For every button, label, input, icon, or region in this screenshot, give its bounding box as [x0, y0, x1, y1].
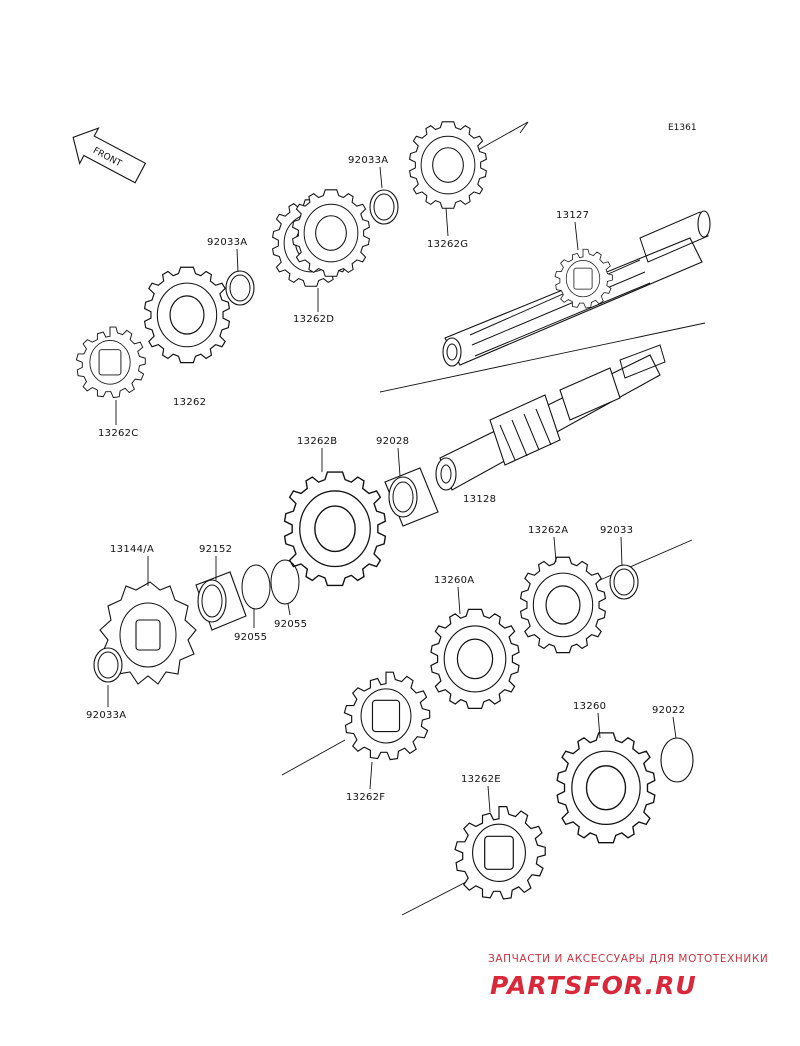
sprocket-13144a [99, 581, 197, 685]
washer-92033a-bottom [93, 647, 123, 683]
leader-92055-b [287, 603, 291, 616]
gear-13262c [75, 326, 146, 399]
label-13127: 13127 [556, 210, 589, 221]
label-92033a-mid: 92033A [207, 237, 247, 248]
label-92055-b: 92055 [274, 619, 307, 630]
leader-13262e [487, 785, 491, 813]
label-92033a-bottom: 92033A [86, 710, 126, 721]
gear-13262e [401, 805, 546, 916]
leader-13262a [553, 536, 557, 563]
gear-13260a [430, 608, 520, 710]
label-13262e: 13262E [461, 774, 501, 785]
label-13262c: 13262C [98, 428, 139, 439]
label-13260: 13260 [573, 701, 606, 712]
leader-92033a-mid [236, 248, 239, 273]
shaft-13128 [435, 344, 666, 491]
label-92033a-top: 92033A [348, 155, 388, 166]
leader-13260 [597, 712, 601, 739]
upper-axis-arrow [477, 121, 529, 151]
leader-13262g [445, 207, 449, 237]
gear-13260 [556, 732, 656, 844]
reference-code: E1361 [668, 123, 697, 133]
label-13262d: 13262D [293, 314, 334, 325]
label-92055-a: 92055 [234, 632, 267, 643]
label-92022: 92022 [652, 705, 685, 716]
bushing-92152 [195, 571, 247, 631]
label-13262a: 13262A [528, 525, 568, 536]
leader-92028 [397, 447, 401, 477]
washer-92022 [660, 737, 694, 783]
upper-axis-line [379, 322, 706, 393]
leader-92033a-top [379, 166, 383, 189]
label-13262b: 13262B [297, 436, 337, 447]
washer-92033a-top [369, 189, 399, 225]
ring-92055-b [270, 559, 300, 605]
leader-13260a [457, 586, 461, 615]
label-13128: 13128 [463, 494, 496, 505]
bushing-92028 [384, 467, 439, 527]
washer-92033 [609, 564, 639, 600]
watermark-tagline: ЗАПЧАСТИ И АКСЕССУАРЫ ДЛЯ МОТОТЕХНИКИ [488, 953, 768, 965]
label-13262g: 13262G [427, 239, 468, 250]
gear-13262f [281, 671, 431, 776]
label-13262: 13262 [173, 397, 206, 408]
leader-13262f [369, 761, 373, 790]
gear-13262b [283, 471, 387, 587]
label-92033: 92033 [600, 525, 633, 536]
watermark-brand: PARTSFOR.RU [490, 971, 697, 1000]
gear-13262 [144, 266, 230, 364]
washer-92033a-mid [225, 270, 255, 306]
label-13144a: 13144/A [110, 544, 154, 555]
label-92028: 92028 [376, 436, 409, 447]
label-92152: 92152 [199, 544, 232, 555]
label-13260a: 13260A [434, 575, 474, 586]
leader-92033 [620, 536, 623, 567]
leader-92022 [672, 716, 677, 739]
ring-92055-a [241, 564, 271, 610]
gear-13262a [520, 556, 606, 654]
gear-13262d [272, 189, 370, 287]
label-13262f: 13262F [346, 792, 385, 803]
gear-13262g [409, 121, 487, 209]
leader-13127 [574, 221, 579, 251]
front-arrow-icon: FRONT [72, 127, 147, 184]
